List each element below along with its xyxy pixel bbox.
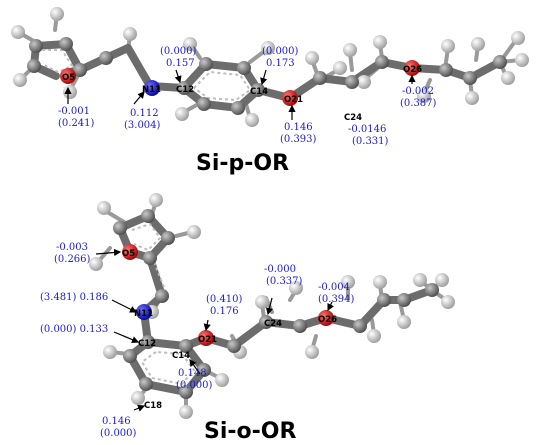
spin-value: (3.004): [124, 120, 161, 131]
spin-value: (0.266): [54, 254, 91, 265]
spin-value: 0.176: [210, 306, 239, 317]
spin-value: (0.000): [176, 380, 213, 391]
charge-value: 0.112: [130, 108, 159, 119]
atom-label: C12: [138, 339, 156, 349]
atoms-top: [11, 7, 529, 127]
spin-value: (0.387): [400, 98, 437, 109]
atom-label: O5: [122, 249, 135, 259]
atom-label: C18: [144, 401, 162, 411]
spin-value: (0.393): [280, 134, 317, 145]
charge-value: -0.003: [56, 242, 88, 253]
charge-value: 0.146: [102, 416, 131, 427]
atom-label: N11: [134, 309, 153, 319]
atoms-bottom: [89, 193, 455, 419]
molecule-si-p-or: O5 N11 C12 C14 O21 C24 O26 -0.001 (0.241…: [11, 7, 529, 176]
charge-value: 0.148: [178, 368, 207, 379]
molecule-si-o-or: O5 N11 C12 O21 C24 O26 C14 C18 -0.003 (0…: [40, 193, 455, 444]
atom-label: O26: [403, 65, 422, 75]
spin-value: 0.173: [266, 58, 295, 69]
charge-value: -0.001: [58, 106, 90, 117]
spin-value: (0.241): [58, 118, 95, 129]
spin-value: (0.331): [352, 136, 389, 147]
molecule-title: Si-o-OR: [204, 419, 296, 444]
spin-value: (0.394): [318, 294, 355, 305]
atom-label: C12: [176, 85, 194, 95]
atom-label: O21: [198, 335, 217, 345]
aromatic-dashes-bottom: [131, 222, 196, 386]
charge-value: (0.410): [206, 294, 243, 305]
charge-value: -0.002: [402, 86, 434, 97]
spin-value: (0.337): [266, 276, 303, 287]
spin-value: 0.157: [166, 58, 195, 69]
charge-value: -0.000: [264, 264, 296, 275]
charge-value: 0.146: [284, 122, 313, 133]
atom-label: N11: [142, 85, 161, 95]
charge-value: -0.004: [318, 282, 350, 293]
aromatic-dashes-top: [41, 49, 252, 102]
atom-label: O21: [284, 95, 303, 105]
atom-label: C14: [250, 87, 268, 97]
atom-label: C14: [172, 351, 190, 361]
atom-label: C24: [264, 319, 282, 329]
charge-value: (0.000) 0.133: [40, 324, 108, 335]
charge-value: (0.000): [160, 46, 197, 57]
atom-label: C24: [344, 113, 362, 123]
charge-value: (3.481) 0.186: [40, 292, 108, 303]
molecule-title: Si-p-OR: [196, 151, 289, 176]
spin-value: (0.000): [100, 428, 137, 439]
atom-label: O26: [318, 315, 337, 325]
charge-value: -0.0146: [348, 124, 386, 135]
atom-label: O5: [62, 73, 75, 83]
charge-value: (0.000): [262, 46, 299, 57]
